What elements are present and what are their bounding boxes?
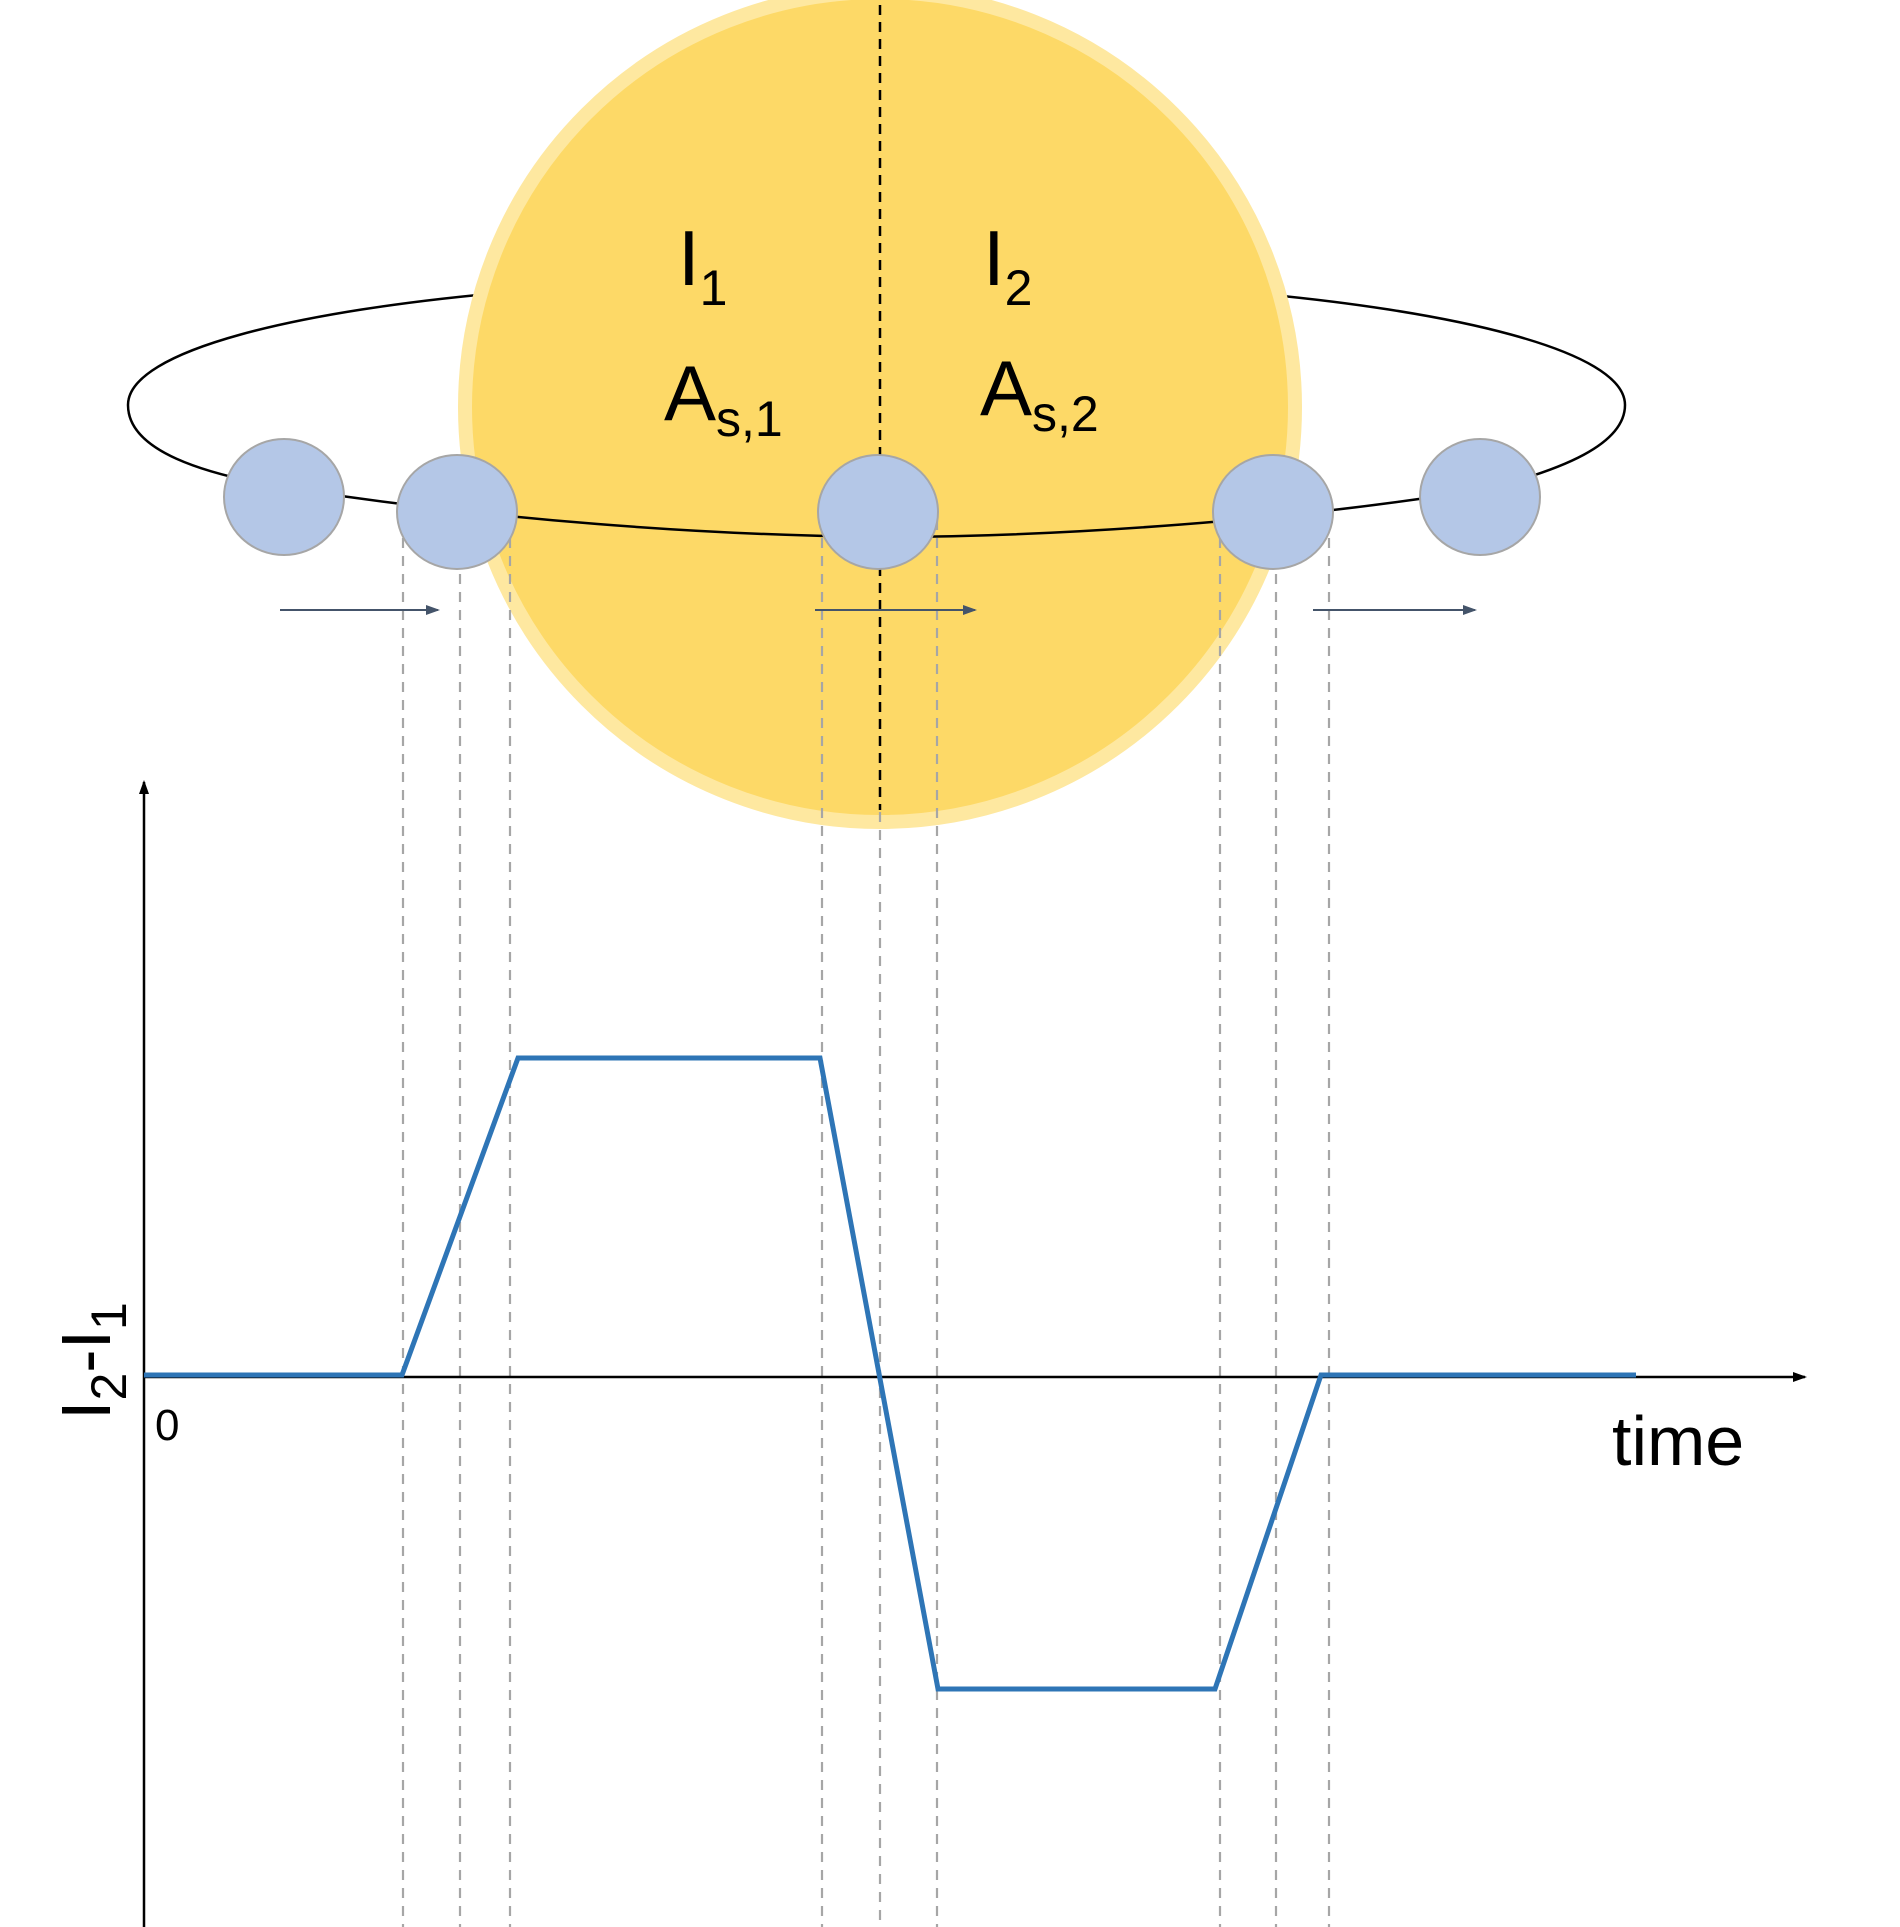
label-intensity-2: I2: [983, 214, 1032, 316]
label-area-1: As,1: [664, 349, 783, 447]
planets: [223, 438, 1541, 570]
intensity-difference-curve: [144, 1055, 1636, 1692]
y-axis-label-first-sub: 2: [81, 1373, 137, 1401]
y-axis-label: I2-I1: [47, 1302, 137, 1420]
label-intensity-1-sub: 1: [700, 260, 728, 316]
origin-label: 0: [155, 1401, 179, 1450]
orbit-back-right: [1239, 290, 1627, 490]
guide-lines: [401, 520, 1331, 1927]
label-area-1-main: A: [664, 349, 716, 437]
y-axis-label-dash: -: [47, 1349, 125, 1372]
orbit-back-left: [126, 290, 511, 492]
label-intensity-2-main: I: [983, 214, 1005, 302]
label-area-2-main: A: [980, 344, 1032, 432]
label-area-2: As,2: [980, 344, 1099, 442]
y-axis-label-first: I: [47, 1401, 125, 1420]
planet-mid-transit: [817, 454, 939, 570]
star-disk: [458, 0, 1302, 829]
label-intensity-1: I1: [678, 214, 727, 316]
label-intensity-1-main: I: [678, 214, 700, 302]
label-area-1-sub: s,1: [716, 391, 783, 447]
planet-pre-transit: [223, 438, 345, 556]
label-area-2-sub: s,2: [1032, 386, 1099, 442]
label-intensity-2-sub: 2: [1005, 260, 1033, 316]
planet-post-transit: [1419, 438, 1541, 556]
y-axis-label-second: I: [47, 1330, 125, 1349]
x-axis-label: time: [1612, 1402, 1744, 1480]
y-axis-label-second-sub: 1: [81, 1302, 137, 1330]
planet-egress: [1212, 454, 1334, 570]
planet-ingress: [396, 454, 518, 570]
